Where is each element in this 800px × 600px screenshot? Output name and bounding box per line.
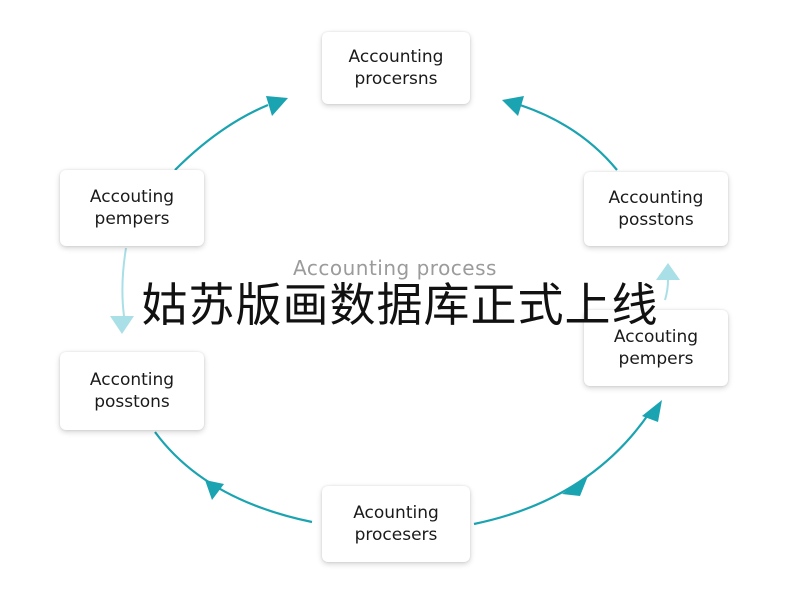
node-top-line2: procersns <box>354 69 438 89</box>
node-bottom-line2: procesers <box>354 525 438 545</box>
arrowhead-top-right <box>502 96 524 116</box>
arc-tl-to-top <box>174 103 269 171</box>
node-right-line1: Accouting <box>613 327 699 347</box>
node-left: Acconting posstons <box>60 352 204 430</box>
arc-tl-to-l <box>121 247 127 317</box>
node-top-right: Accounting posstons <box>584 172 728 246</box>
arrowhead-left-down <box>110 316 134 334</box>
arrowhead-top-left <box>266 96 288 116</box>
arrowhead-bottom-right <box>562 476 588 496</box>
node-top-right-line1: Accounting <box>608 188 704 208</box>
arc-l-to-bottom <box>154 431 313 524</box>
node-top-right-line2: posstons <box>618 210 694 230</box>
node-bottom-line1: Acounting <box>353 503 439 523</box>
node-top: Accounting procersns <box>322 32 470 104</box>
arrowhead-right-lower <box>642 400 662 422</box>
node-left-line1: Acconting <box>89 370 175 390</box>
node-top-left-line2: pempers <box>94 209 170 229</box>
arrowhead-bottom-left <box>205 480 224 500</box>
node-right: Accouting pempers <box>584 310 728 386</box>
center-label: Accounting process <box>293 256 497 280</box>
node-top-left-line1: Accouting <box>89 187 175 207</box>
node-bottom: Acounting procesers <box>322 486 470 562</box>
arc-r-to-tr <box>664 279 669 301</box>
node-top-left: Accouting pempers <box>60 170 204 246</box>
arc-bottom-to-r <box>473 411 651 526</box>
watermark-overlay: 姑苏版画数据库正式上线 <box>141 278 659 332</box>
arc-tr-to-top <box>519 103 618 171</box>
node-right-line2: pempers <box>618 349 694 369</box>
arrowhead-right-up <box>656 263 680 280</box>
node-top-line1: Accounting <box>348 47 444 67</box>
node-left-line2: posstons <box>94 392 170 412</box>
